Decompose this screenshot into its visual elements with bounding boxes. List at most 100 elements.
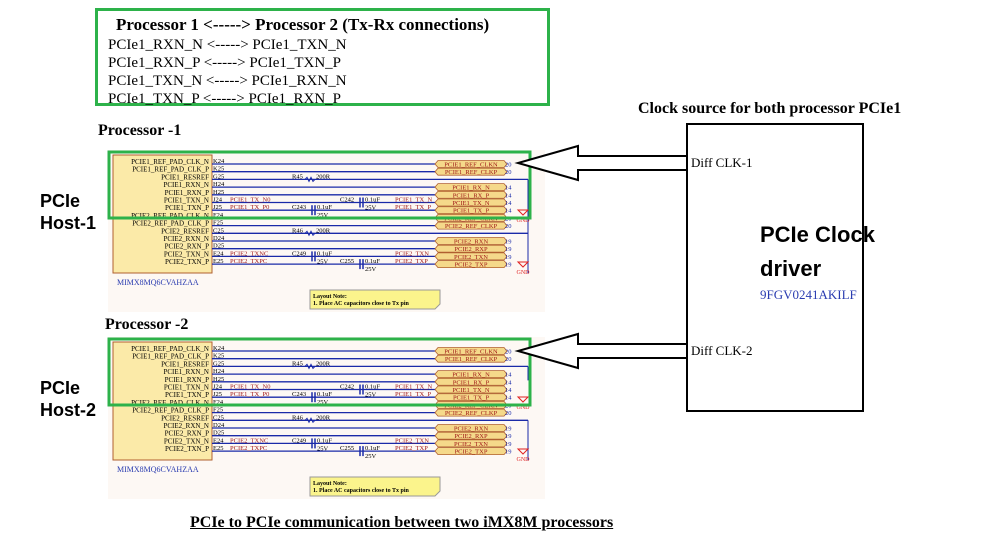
sheet-ref: 14 [505,395,512,402]
pin-name: PCIE2_RXN_P [165,430,209,438]
port-symbol [434,244,508,253]
ball-number: H24 [213,368,225,375]
port-label: PCIE2_RXN [454,239,489,246]
net-label: PCIE1_TX_N0 [230,197,270,204]
capacitor-value: 0.1uF [317,204,332,211]
pin-name: PCIE2_REF_PAD_CLK_P [132,220,209,228]
ball-number: E25 [213,445,223,452]
capacitor-voltage: 25V [317,445,329,452]
pin-name: PCIE2_TXN_N [164,437,209,445]
port-symbol [434,431,508,440]
resistor-symbol [304,363,316,370]
sheet-ref: 14 [505,387,512,394]
diff-clk-2-label: Diff CLK-2 [691,343,753,358]
capacitor-ref: C242 [340,384,354,391]
ball-number: D24 [213,422,225,429]
ball-number: E25 [213,258,223,265]
capacitor-ref: C255 [340,258,354,265]
chip-symbol [112,154,213,274]
sheet-ref: 14 [505,379,512,386]
clock-arrow-icon [514,144,686,182]
ball-number: J24 [213,197,223,204]
port-label: PCIE1_REF_CLKP [445,356,498,363]
net-label: PCIE2_TXP [395,258,428,265]
tx-rx-connections-box: Processor 1 <-----> Processor 2 (Tx-Rx c… [95,8,550,107]
part-number: MIMX8MQ6CVAHZAA [117,278,199,287]
port-symbol [434,206,508,215]
port-label: PCIE1_REF_CLKP [445,169,498,176]
clock-driver-name-line1: PCIe Clock [760,222,875,247]
resistor-ref: R45 [292,360,303,367]
pin-name: PCIE1_REF_PAD_CLK_P [132,353,209,361]
sheet-ref: 20 [505,410,512,417]
sheet-ref: 20 [505,349,512,356]
host-1-line2: Host-1 [40,213,97,233]
pcie1-highlight-box [107,337,532,407]
pin-name: PCIE2_TXN_P [165,258,209,266]
port-symbol [434,237,508,245]
processor-2-label: Processor -2 [105,316,189,333]
gnd-icon [516,448,530,455]
capacitor-voltage: 25V [365,205,377,212]
pin-name: PCIE1_RXN_N [163,181,209,189]
capacitor-value: 0.1uF [365,445,380,452]
capacitor-ref: C249 [292,437,306,444]
layout-note [309,289,441,310]
host-2-line2: Host-2 [40,400,97,420]
port-symbol [434,221,508,230]
sheet-ref: 19 [505,262,512,269]
ball-number: C25 [213,227,224,234]
pin-name: PCIE1_TXN_P [165,391,209,399]
pin-name: PCIE2_RXN_N [163,235,209,243]
gnd-label: GND [517,405,531,411]
pin-name: PCIE2_RXN_N [163,422,209,430]
sheet-ref: 19 [505,426,512,433]
layout-note-title: Layout Note: [313,294,347,300]
chip-symbol [112,341,213,461]
port-symbol [434,347,508,355]
gnd-icon [516,209,530,216]
net-label: PCIE1_TX_N [395,197,433,204]
ball-number: H24 [213,181,225,188]
port-symbol [434,167,508,176]
gnd-icon [516,396,530,403]
pcie-clock-driver-box [686,123,864,412]
port-label: PCIE2_TXN [454,254,488,261]
pin-name: PCIE2_REF_PAD_CLK_N [131,212,209,220]
sheet-ref: 14 [505,208,512,215]
ball-number: J25 [213,204,222,211]
sheet-ref: 20 [505,162,512,169]
port-label: PCIE1_RX_P [453,192,490,199]
port-symbol [434,260,508,268]
ball-number: D24 [213,235,225,242]
port-symbol [434,190,508,199]
resistor-symbol [304,417,316,424]
gnd-label: GND [517,457,531,463]
port-symbol [434,370,508,378]
sheet-ref: 14 [505,192,512,199]
capacitor-value: 0.1uF [317,391,332,398]
sheet-ref: 20 [505,223,512,230]
net-label: PCIE2_TXN [395,437,429,444]
layout-note [309,476,441,497]
diagram-caption: PCIe to PCIe communication between two i… [190,514,614,531]
sheet-ref: 20 [505,356,512,363]
pin-name: PCIE1_TXN_P [165,204,209,212]
sheet-ref: 19 [505,449,512,456]
net-label: PCIE2_TXN [395,250,429,257]
sheet-ref: 14 [505,200,512,207]
resistor-ref: R46 [292,227,304,234]
net-label: PCIE1_TX_P [395,391,432,398]
net-label: PCIE2_TXPC [230,445,267,452]
port-symbol [434,377,508,386]
clock-part-number: 9FGV0241AKILF [760,287,857,302]
port-symbol [434,160,508,168]
pcie1-highlight-box [107,150,532,220]
port-label: PCIE1_REF_CLKN [444,162,498,169]
sheet-ref: 19 [505,246,512,253]
capacitor-value: 0.1uF [317,437,332,444]
ball-number: J25 [213,391,222,398]
capacitor-voltage: 25V [317,212,329,219]
